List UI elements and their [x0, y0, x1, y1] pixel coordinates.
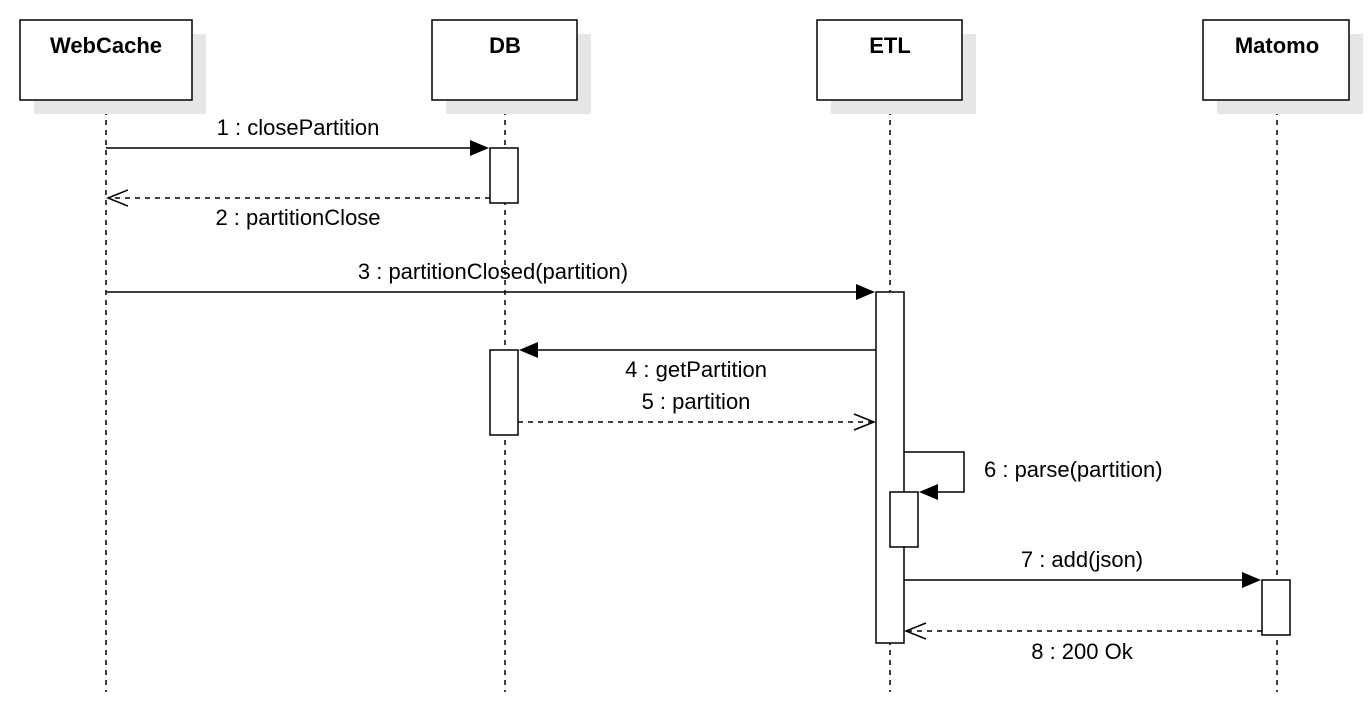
- activation-db-2: [489, 349, 519, 436]
- activation-etl-main: [875, 291, 905, 644]
- message-line: [904, 451, 965, 493]
- participant-etl: ETL: [816, 19, 976, 114]
- message-4: 4 : getPartition: [519, 342, 876, 382]
- arrowhead-open: [903, 622, 927, 640]
- participant-matomo: Matomo: [1202, 19, 1363, 114]
- arrowhead-filled: [1242, 572, 1261, 588]
- arrowhead-filled: [470, 140, 489, 156]
- message-2: 2 : partitionClose: [105, 189, 490, 230]
- participant-db: DB: [431, 19, 591, 114]
- participant-box: [1202, 19, 1350, 101]
- message-label: 7 : add(json): [1021, 547, 1143, 572]
- activation-db-1: [489, 147, 519, 204]
- message-label: 4 : getPartition: [625, 357, 767, 382]
- activation-etl-parse: [889, 491, 919, 548]
- activations: [489, 147, 1291, 644]
- message-label: 3 : partitionClosed(partition): [358, 259, 628, 284]
- message-1: 1 : closePartition: [106, 115, 489, 156]
- participant-box: [431, 19, 578, 101]
- arrowhead-open: [105, 189, 129, 207]
- message-label: 5 : partition: [642, 389, 751, 414]
- participant-box: [816, 19, 963, 101]
- arrowhead-filled: [856, 284, 875, 300]
- arrowhead-open: [853, 413, 877, 431]
- message-5: 5 : partition: [518, 389, 877, 431]
- activation-matomo: [1261, 579, 1291, 636]
- message-3: 3 : partitionClosed(partition): [106, 259, 875, 300]
- arrowhead-filled: [519, 342, 538, 358]
- message-label: 8 : 200 Ok: [1031, 639, 1134, 664]
- arrowhead-filled: [919, 484, 938, 500]
- message-8: 8 : 200 Ok: [903, 622, 1262, 664]
- participant-label: WebCache: [50, 33, 162, 58]
- message-label: 1 : closePartition: [217, 115, 380, 140]
- message-label: 6 : parse(partition): [984, 457, 1163, 482]
- message-label: 2 : partitionClose: [215, 205, 380, 230]
- message-6: 6 : parse(partition): [904, 451, 1163, 500]
- message-7: 7 : add(json): [904, 547, 1261, 588]
- participant-label: ETL: [869, 33, 911, 58]
- participant-box: [19, 19, 193, 101]
- participant-webcache: WebCache: [19, 19, 206, 114]
- participant-label: DB: [489, 33, 521, 58]
- participant-label: Matomo: [1235, 33, 1319, 58]
